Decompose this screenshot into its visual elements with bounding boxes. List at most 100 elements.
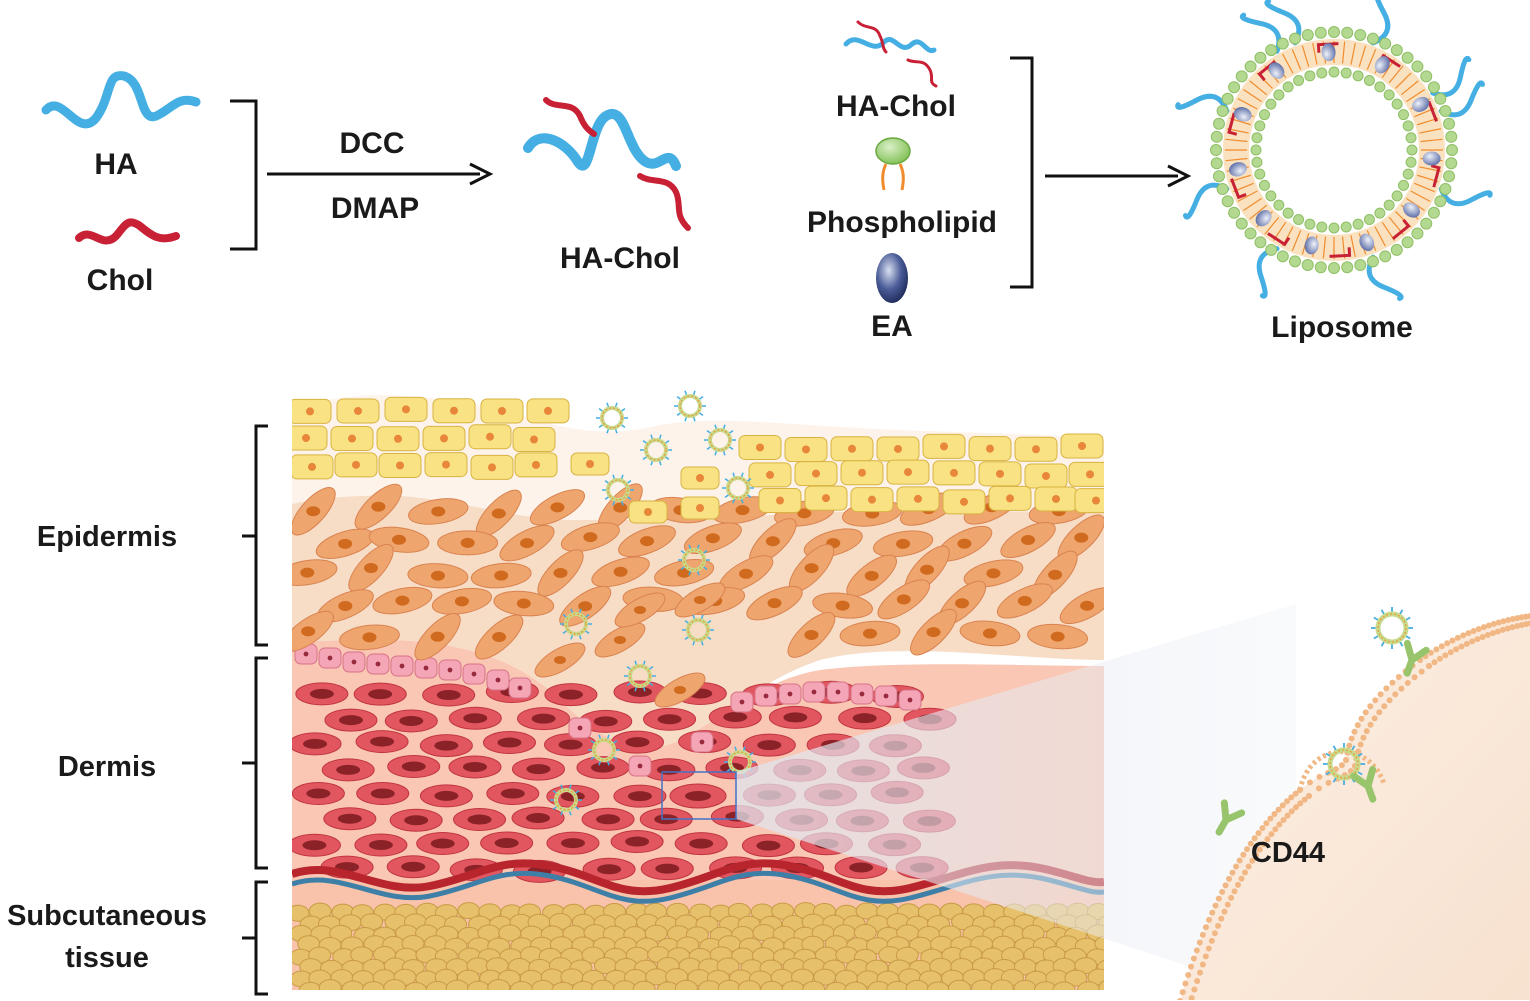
membrane-head-inner — [1253, 852, 1260, 859]
membrane-head-inner — [1494, 628, 1501, 635]
keratinocyte-nucleus — [1092, 496, 1100, 505]
membrane-head-outer — [1465, 630, 1472, 637]
spinous-nucleus — [395, 595, 410, 606]
lipid-head-outer — [1289, 255, 1302, 268]
keratinocyte-nucleus — [530, 435, 538, 444]
fibroblast-nucleus — [723, 712, 748, 723]
fibroblast-nucleus — [434, 740, 459, 751]
adipocyte — [947, 979, 971, 990]
lipid-tail — [1282, 53, 1294, 74]
membrane-head-outer — [1362, 709, 1369, 716]
membrane-head-outer — [1377, 691, 1384, 698]
adipocyte — [298, 981, 322, 990]
keratinocyte-nucleus — [586, 460, 594, 468]
lipid-head-outer — [1379, 250, 1392, 263]
fibroblast-nucleus — [337, 813, 362, 824]
lipid-tail — [1366, 49, 1377, 70]
spinous-nucleus — [863, 628, 878, 639]
lipid-head-outer — [1314, 26, 1327, 39]
mini-liposome-core — [687, 619, 709, 641]
lipid-head-inner — [1340, 221, 1352, 233]
basal-nucleus — [811, 689, 817, 695]
membrane-head-outer — [1199, 931, 1206, 938]
lipid-head-inner — [1328, 66, 1340, 78]
membrane-head-outer — [1196, 939, 1203, 946]
keratinocyte-nucleus — [532, 460, 540, 469]
membrane-head-inner — [1249, 857, 1256, 864]
spinous-nucleus — [431, 506, 446, 517]
lipid-head-outer — [1210, 130, 1223, 143]
membrane-head-outer — [1480, 624, 1487, 631]
spinous-nucleus — [896, 594, 911, 605]
ea-payload — [1233, 107, 1252, 122]
mini-liposome-core — [709, 429, 731, 451]
membrane-head-inner — [1215, 922, 1222, 929]
basal-nucleus — [303, 651, 309, 657]
lipid-head-inner — [1405, 156, 1417, 168]
lipid-head-inner — [1282, 207, 1294, 219]
membrane-head-outer — [1383, 685, 1390, 692]
spinous-nucleus — [804, 563, 819, 574]
spinous-nucleus — [520, 538, 535, 549]
keratinocyte-nucleus — [776, 496, 784, 505]
spinous-nucleus — [614, 636, 626, 644]
fibroblast-nucleus — [497, 737, 522, 748]
membrane-head-outer — [1505, 617, 1512, 624]
membrane-head-inner — [1357, 741, 1364, 748]
membrane-head-outer — [1449, 637, 1456, 644]
fibroblast-nucleus — [401, 861, 426, 872]
lipid-head-inner — [1265, 190, 1277, 202]
fibroblast-nucleus — [368, 839, 393, 850]
reactant-bracket — [230, 99, 258, 251]
basal-nucleus — [399, 663, 405, 669]
lipid-head-inner — [1304, 70, 1316, 82]
membrane-head-inner — [1268, 831, 1275, 838]
membrane-head-outer — [1267, 815, 1274, 822]
membrane-head-inner — [1527, 620, 1530, 627]
lipid-head-outer — [1221, 92, 1234, 105]
lipid-head-inner — [1340, 67, 1352, 79]
membrane-head-outer — [1367, 703, 1374, 710]
membrane-head-inner — [1474, 636, 1481, 643]
basal-nucleus — [907, 697, 913, 703]
membrane-head-outer — [1358, 715, 1365, 722]
fibroblast-nucleus — [434, 790, 459, 801]
fibroblast-nucleus — [436, 690, 461, 701]
subcutaneous-bracket — [242, 880, 268, 996]
adipocyte — [1052, 981, 1076, 990]
lipid-head-inner — [1328, 222, 1340, 234]
fibroblast-nucleus — [370, 788, 395, 799]
spinous-nucleus — [694, 596, 706, 604]
membrane-head-inner — [1228, 894, 1235, 901]
membrane-head-outer — [1288, 794, 1295, 801]
keratinocyte-nucleus — [306, 407, 314, 416]
lipid-head-inner — [1391, 190, 1403, 202]
lipid-tail — [1395, 72, 1412, 89]
lipid-tail — [1249, 204, 1268, 220]
membrane-head-outer — [1259, 825, 1266, 832]
keratinocyte-nucleus — [442, 460, 450, 469]
fibroblast-nucleus — [597, 864, 622, 875]
lipid-head-outer — [1439, 182, 1452, 195]
lipid-tail — [1350, 235, 1356, 258]
membrane-head-outer — [1348, 735, 1355, 742]
membrane-head-outer — [1509, 616, 1516, 623]
membrane-head-inner — [1371, 715, 1378, 722]
keratinocyte-nucleus — [802, 445, 810, 454]
basal-nucleus — [787, 691, 793, 697]
keratinocyte-nucleus — [544, 406, 552, 415]
lipid-head-outer — [1301, 259, 1314, 272]
fibroblast-nucleus — [494, 838, 519, 849]
fibroblast-nucleus — [399, 715, 424, 726]
mini-liposome-core — [607, 479, 629, 501]
membrane-head-inner — [1202, 953, 1209, 960]
lipid-tail — [1414, 182, 1435, 193]
component-ea: EA — [871, 310, 913, 343]
basal-nucleus — [447, 667, 453, 673]
lipid-head-inner — [1405, 132, 1417, 144]
lipid-head-inner — [1273, 199, 1285, 211]
reagent-dcc: DCC — [340, 127, 405, 160]
chol-anchor — [1316, 42, 1339, 53]
lipid-head-outer — [1446, 144, 1458, 156]
lipid-head-outer — [1354, 259, 1367, 272]
